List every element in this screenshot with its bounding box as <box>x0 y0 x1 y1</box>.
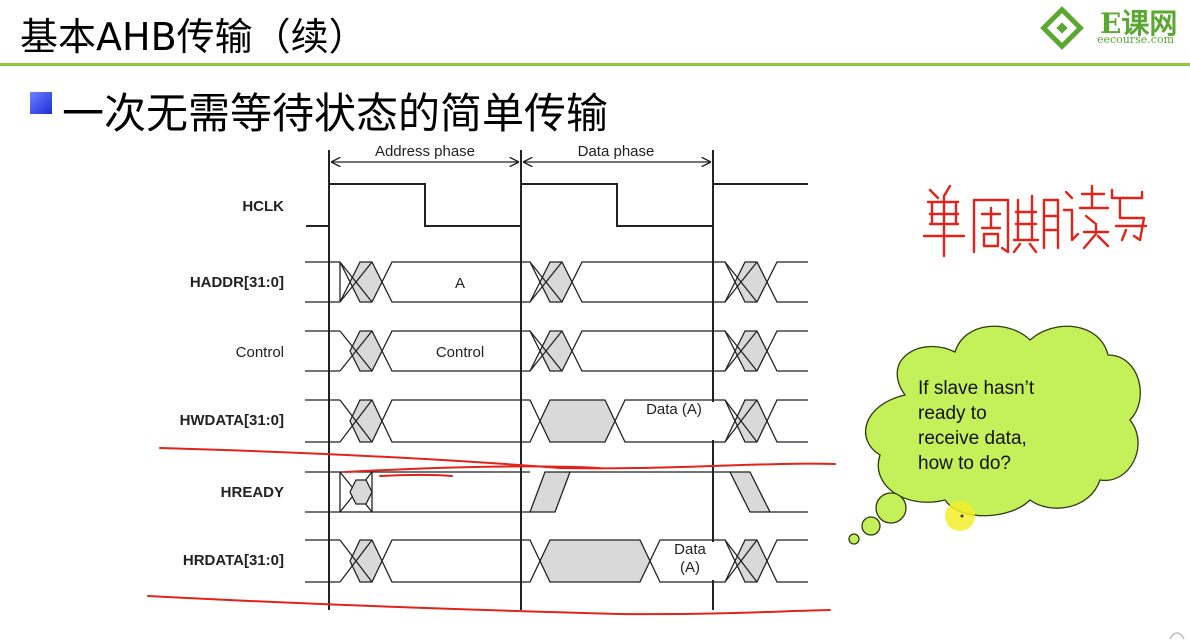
bullet-square-icon <box>30 92 52 114</box>
hready-waveform <box>305 471 808 513</box>
hwdata-value-label: Data (A) <box>646 401 702 418</box>
signal-label-hready: HREADY <box>221 484 284 501</box>
haddr-waveform <box>305 261 808 303</box>
control-waveform <box>305 330 808 372</box>
handwritten-note-icon <box>922 184 1148 258</box>
slide-title: 基本AHB传输（续） <box>20 15 367 59</box>
thought-bubble <box>848 325 1141 545</box>
signal-label-control: Control <box>236 344 284 361</box>
control-value-label: Control <box>436 344 484 361</box>
hrdata-waveform <box>305 539 808 583</box>
resize-corner-icon <box>1169 632 1185 640</box>
bubble-line: receive data, <box>918 428 1027 449</box>
signal-label-hwdata: HWDATA[31:0] <box>180 412 284 429</box>
bubble-line: how to do? <box>918 453 1011 474</box>
haddr-value-label: A <box>455 275 465 292</box>
hrdata-value-label: Data (A) <box>674 541 706 576</box>
hwdata-waveform <box>305 399 808 443</box>
logo-text: E课网 <box>1100 7 1178 40</box>
cursor-highlight <box>945 501 975 531</box>
bubble-line: ready to <box>918 403 987 424</box>
red-ink-annotations <box>147 447 836 616</box>
signal-label-hrdata: HRDATA[31:0] <box>183 552 284 569</box>
section-heading: 一次无需等待状态的简单传输 <box>62 89 609 138</box>
address-phase-label: Address phase <box>375 143 475 160</box>
thought-bubble-text: If slave hasn’t ready to receive data, h… <box>918 376 1118 476</box>
title-divider <box>0 63 1190 66</box>
hclk-waveform <box>306 183 808 227</box>
signal-label-haddr: HADDR[31:0] <box>190 274 284 291</box>
logo-url: eecourse.com <box>1097 33 1175 46</box>
data-phase-label: Data phase <box>578 143 655 160</box>
signal-label-hclk: HCLK <box>242 198 284 215</box>
bubble-line: If slave hasn’t <box>918 378 1035 399</box>
logo-icon <box>1040 6 1084 50</box>
